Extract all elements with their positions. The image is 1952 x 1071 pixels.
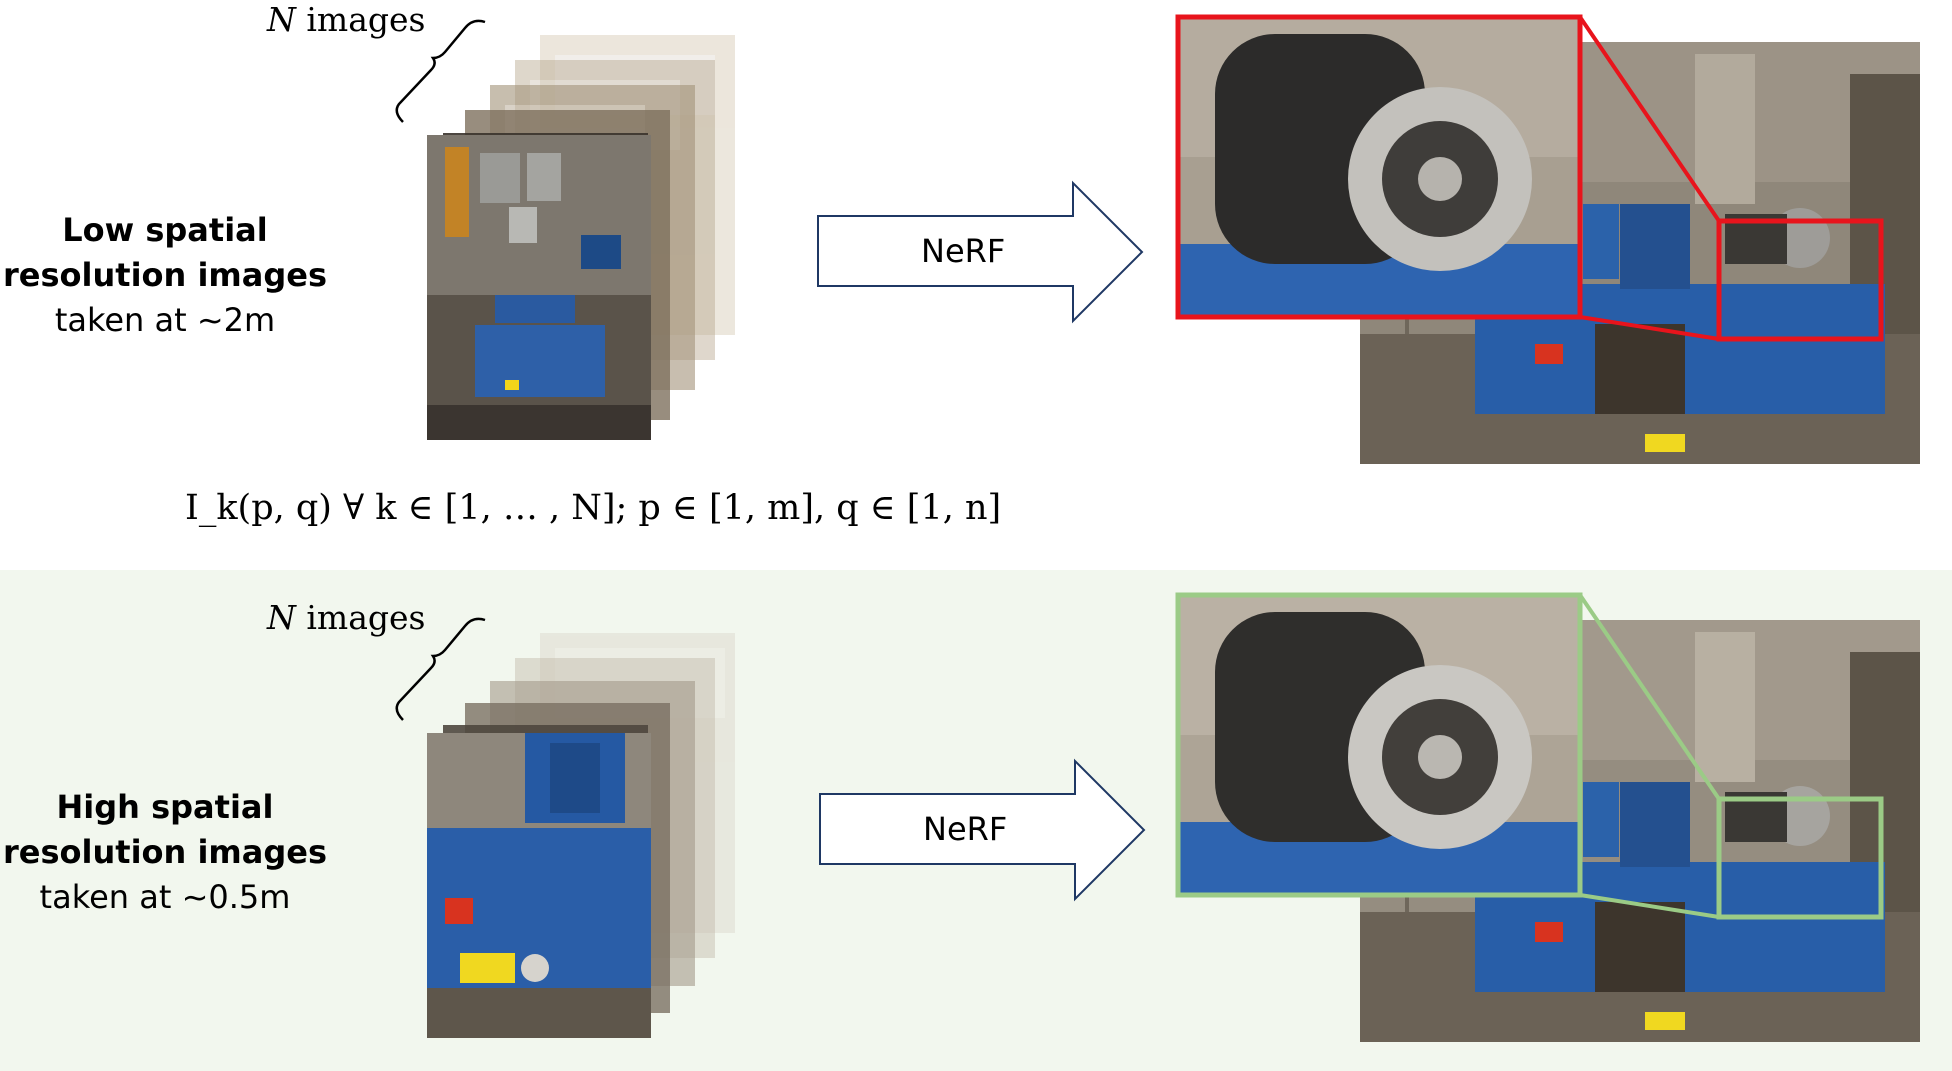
n-images-label-top: N images [267,0,425,39]
image-stack-low [405,35,735,440]
brace-icon-top [395,19,486,123]
n-images-label-bottom: N images [267,598,425,637]
nerf-label-bottom: NeRF [923,810,1008,848]
label-bold-line-2: resolution images [3,833,327,871]
n-images-text: images [295,598,426,637]
nerf-label-top: NeRF [921,232,1006,270]
brace-icon-bottom [395,617,486,721]
label-bold-line-1: Low spatial [62,211,268,249]
low-resolution-label: Low spatial resolution images taken at ~… [0,208,330,343]
nerf-render-high [1175,592,1920,1042]
label-bold-line-1: High spatial [56,788,274,826]
formula-text: I_k(p, q) ∀ k ∈ [1, … , N]; p ∈ [1, m], … [185,488,1002,528]
n-variable: N [267,598,296,637]
image-index-formula: I_k(p, q) ∀ k ∈ [1, … , N]; p ∈ [1, m], … [185,488,1001,528]
label-plain-line: taken at ~2m [54,301,276,339]
high-resolution-row: N images High spatial resolution images … [0,570,1952,1071]
arrow-icon-top [817,180,1144,324]
image-stack-high [405,633,735,1038]
n-variable: N [267,0,296,39]
high-resolution-label: High spatial resolution images taken at … [0,785,330,920]
label-bold-line-2: resolution images [3,256,327,294]
label-plain-line: taken at ~0.5m [39,878,291,916]
nerf-render-low [1175,14,1920,464]
low-resolution-row: N images Low spatial resolu [0,0,1920,528]
arrow-icon-bottom [819,758,1146,902]
n-images-text: images [295,0,426,39]
